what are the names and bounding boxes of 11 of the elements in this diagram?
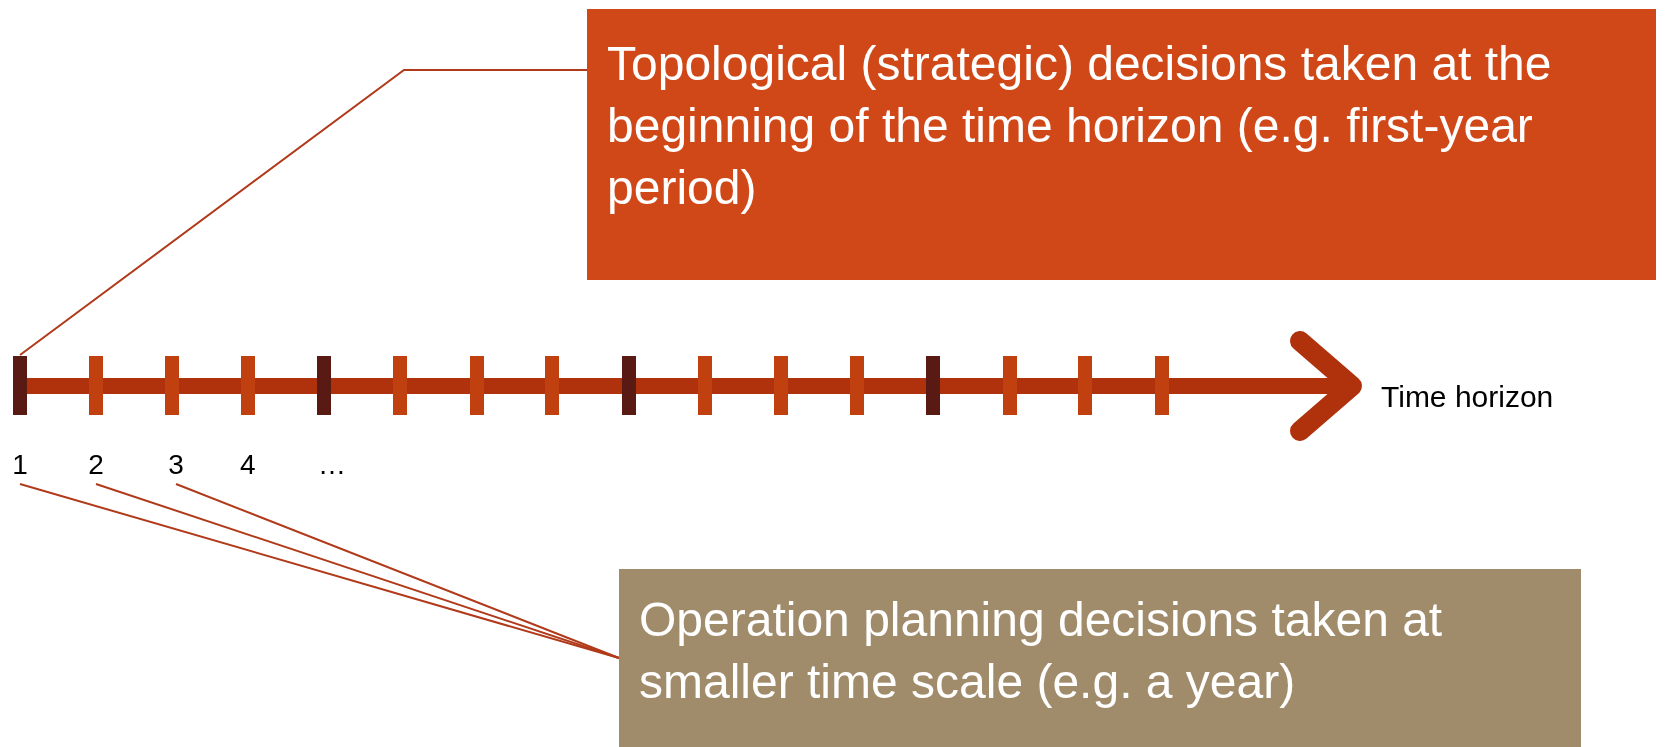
period-number: 4	[240, 448, 256, 482]
text-box: Operation planning decisions taken at smaller time scale (e.g. a year)	[619, 569, 1581, 747]
period-number: 3	[164, 446, 188, 484]
axis-label: Time horizon	[1381, 379, 1554, 415]
text-box: Topological (strategic) decisions taken at the beginning of the time horizon (e.g. first-year period)	[587, 9, 1656, 280]
tick-mark	[13, 356, 27, 415]
period-number: 1	[8, 446, 32, 484]
leader-line	[19, 69, 588, 356]
period-number: …	[318, 448, 346, 482]
leader-line	[175, 483, 620, 659]
period-number: 2	[84, 446, 108, 484]
